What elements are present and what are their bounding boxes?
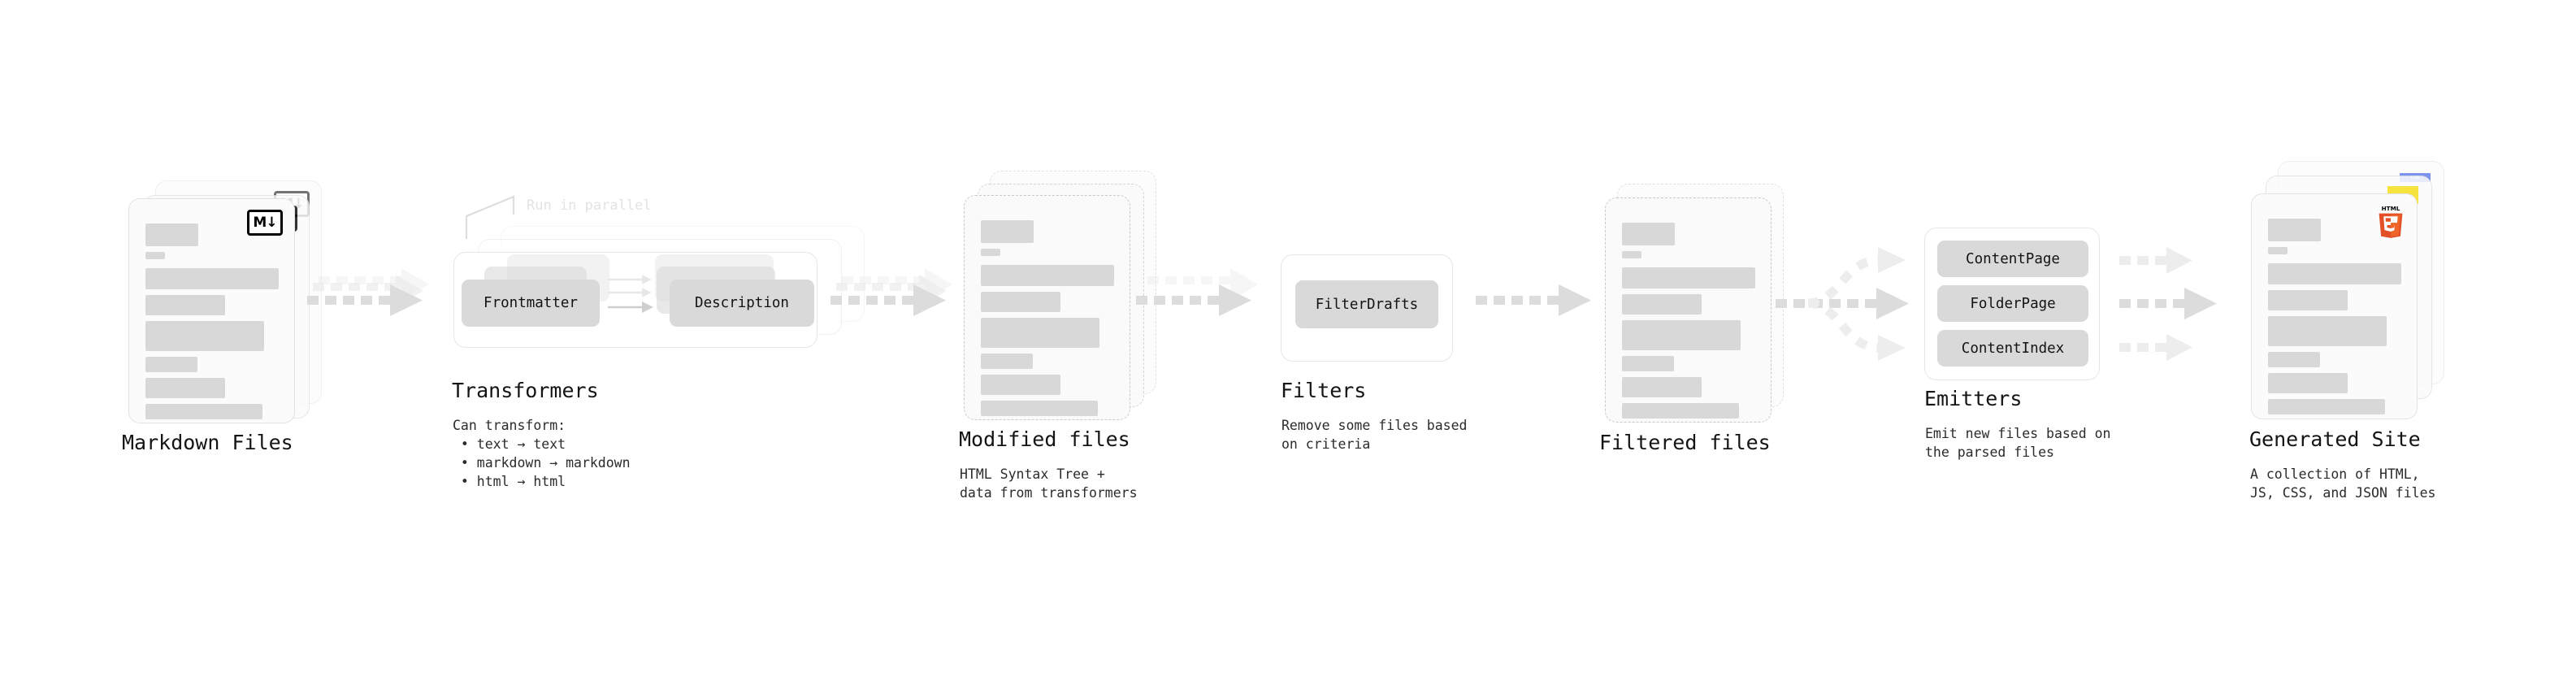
doc-skeleton — [981, 220, 1115, 422]
connector-arrow-4 — [1476, 275, 1614, 332]
stage-title-filters: Filters — [1281, 379, 1367, 402]
stage-subtitle-modified-files: HTML Syntax Tree + data from transformer… — [960, 466, 1138, 501]
stage-subtitle-filters: Remove some files based on criteria — [1281, 418, 1468, 452]
run-in-parallel-label: Run in parallel — [527, 197, 652, 214]
site-card-front: HTML — [2251, 193, 2418, 419]
connector-fanout — [1776, 236, 1918, 370]
connector-arrow-1 — [307, 268, 445, 332]
stage-title-generated-site: Generated Site — [2249, 427, 2421, 451]
filter-chip-filterdrafts[interactable]: FilterDrafts — [1295, 280, 1438, 328]
markdown-badge: M↓ — [247, 210, 283, 236]
transformer-inner-arrows — [608, 275, 653, 313]
transformer-chip-frontmatter[interactable]: Frontmatter — [462, 280, 600, 327]
html5-icon: HTML — [2379, 205, 2403, 238]
modified-card-front — [964, 195, 1130, 420]
stage-title-filtered-files: Filtered files — [1599, 431, 1771, 454]
stage-title-transformers: Transformers — [452, 379, 599, 402]
stage-title-markdown-files: Markdown Files — [122, 431, 293, 454]
markdown-card-front: M↓ — [128, 198, 295, 423]
stage-subtitle-transformers: Can transform: • text → text • markdown … — [453, 418, 631, 489]
connector-arrow-3 — [1136, 268, 1274, 332]
stage-title-emitters: Emitters — [1924, 387, 2023, 410]
svg-text:HTML: HTML — [2382, 205, 2400, 212]
doc-skeleton — [145, 223, 280, 425]
filtered-card-front — [1605, 197, 1772, 423]
emitter-chip-contentpage[interactable]: ContentPage — [1937, 241, 2088, 277]
run-in-parallel-bracket — [465, 195, 515, 239]
connector-arrow-2 — [830, 268, 969, 332]
doc-skeleton — [1622, 223, 1756, 424]
stage-title-modified-files: Modified files — [959, 427, 1130, 451]
stage-subtitle-emitters: Emit new files based on the parsed files — [1925, 426, 2111, 460]
connector-arrows-triple — [2119, 236, 2266, 370]
transformer-chip-description[interactable]: Description — [670, 280, 814, 327]
doc-skeleton — [2268, 219, 2402, 420]
stage-subtitle-generated-site: A collection of HTML, JS, CSS, and JSON … — [2250, 466, 2436, 501]
emitter-chip-folderpage[interactable]: FolderPage — [1937, 285, 2088, 322]
emitter-chip-contentindex[interactable]: ContentIndex — [1937, 330, 2088, 367]
